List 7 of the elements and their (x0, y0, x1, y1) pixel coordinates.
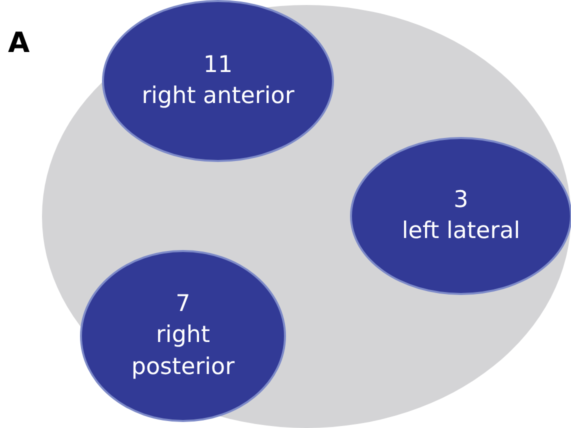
node-number: 7 (174, 290, 192, 320)
panel-letter: A (8, 25, 30, 61)
node-label: right posterior (130, 321, 236, 382)
node-label: right anterior (140, 82, 296, 111)
node-number: 11 (202, 50, 234, 80)
node-label: left lateral (400, 217, 522, 246)
node-number: 3 (452, 186, 470, 215)
